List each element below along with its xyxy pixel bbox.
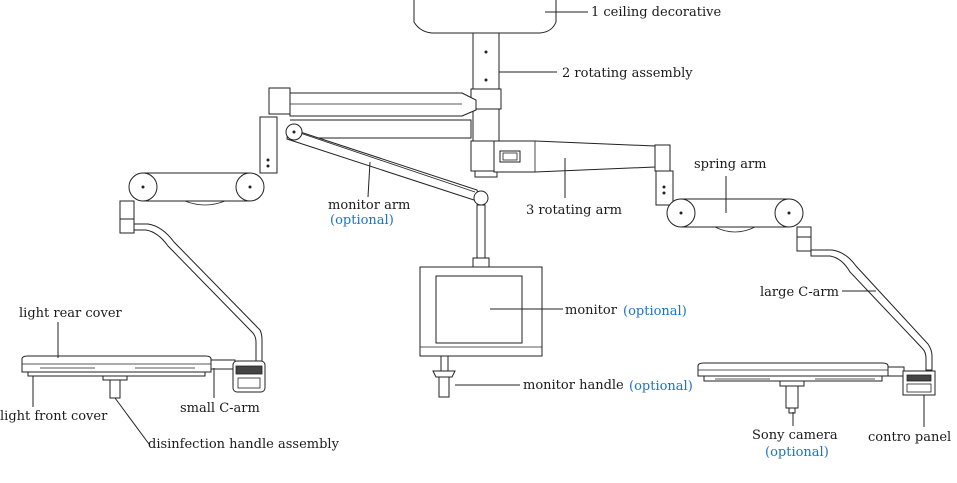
right-light-head — [697, 362, 905, 414]
label-light-rear-cover: light rear cover — [19, 306, 123, 321]
leader-lines — [32, 11, 925, 445]
ceiling-cover — [413, 0, 557, 34]
right-c-arm — [796, 226, 933, 371]
right-rotating-arm — [493, 140, 671, 173]
right-spring-arm — [666, 198, 804, 233]
label-spring-arm: spring arm — [694, 157, 766, 172]
label-monitor-arm-optional: (optional) — [330, 213, 394, 228]
labels: 1 ceiling decorative 2 rotating assembly… — [0, 5, 951, 460]
label-monitor-optional: (optional) — [623, 304, 687, 319]
monitor-handle — [432, 355, 456, 398]
label-ceiling-decorative: 1 ceiling decorative — [591, 5, 721, 20]
label-large-c-arm: large C-arm — [760, 285, 839, 300]
left-c-arm — [119, 200, 263, 366]
label-small-c-arm: small C-arm — [180, 401, 260, 416]
label-disinfection-handle: disinfection handle assembly — [148, 437, 340, 452]
label-sony-camera: Sony camera — [752, 428, 838, 443]
left-spring-arm — [128, 172, 265, 206]
left-upper-arm — [268, 87, 477, 139]
left-handle-box — [232, 360, 266, 393]
left-joint — [259, 116, 278, 174]
right-joint — [655, 170, 674, 206]
control-panel-box — [902, 370, 936, 396]
monitor-screen — [419, 266, 543, 357]
left-light-head — [21, 355, 236, 399]
label-monitor-arm: monitor arm — [328, 198, 410, 213]
monitor-arm — [285, 123, 490, 268]
label-light-front-cover: light front cover — [0, 409, 108, 424]
label-rotating-arm: 3 rotating arm — [526, 203, 622, 218]
label-monitor-handle: monitor handle — [523, 378, 624, 393]
label-sony-camera-optional: (optional) — [765, 445, 829, 460]
label-monitor: monitor — [565, 303, 618, 318]
label-monitor-handle-optional: (optional) — [629, 379, 693, 394]
label-rotating-assembly: 2 rotating assembly — [562, 66, 693, 81]
label-control-panel: contro panel — [868, 430, 951, 445]
